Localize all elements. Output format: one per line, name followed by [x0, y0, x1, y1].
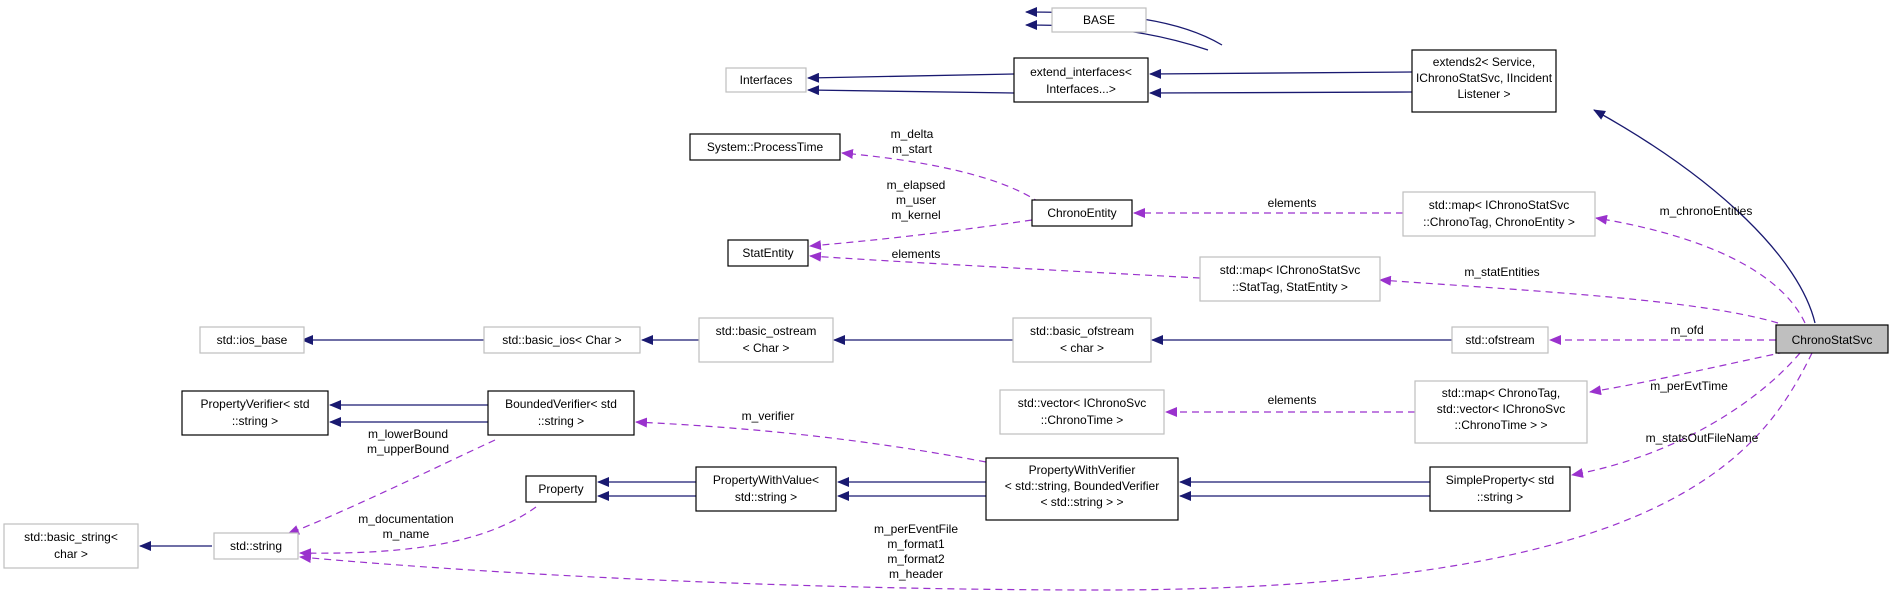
- node-interfaces[interactable]: Interfaces: [725, 67, 807, 93]
- svg-text:PropertyWithValue<: PropertyWithValue<: [713, 473, 819, 487]
- node-basic-ofstream[interactable]: std::basic_ofstream < char >: [1012, 317, 1152, 363]
- node-map-chrono-tag[interactable]: std::map< ChronoTag, std::vector< IChron…: [1414, 380, 1588, 444]
- svg-text:< std::string, BoundedVerifier: < std::string, BoundedVerifier: [1005, 479, 1159, 493]
- node-ios-base[interactable]: std::ios_base: [199, 326, 305, 354]
- edge-label-ofd: m_ofd: [1670, 323, 1703, 337]
- inheritance-edges: [139, 7, 1816, 551]
- svg-text:PropertyVerifier< std: PropertyVerifier< std: [200, 397, 309, 411]
- svg-text:std::ios_base: std::ios_base: [217, 333, 288, 347]
- svg-text:::StatTag, StatEntity >: ::StatTag, StatEntity >: [1232, 280, 1348, 294]
- svg-text:::string >: ::string >: [538, 414, 584, 428]
- svg-text:std::map< IChronoStatSvc: std::map< IChronoStatSvc: [1220, 263, 1360, 277]
- svg-text:Listener >: Listener >: [1457, 87, 1510, 101]
- svg-text:std::basic_string<: std::basic_string<: [24, 530, 118, 544]
- edge-label-verifier: m_verifier: [742, 409, 795, 423]
- svg-text:std::ofstream: std::ofstream: [1465, 333, 1534, 347]
- node-process-time[interactable]: System::ProcessTime: [689, 133, 841, 161]
- edge-label-elapsed: m_elapsed: [887, 178, 946, 192]
- edge-labels: m_delta m_start m_elapsed m_user m_kerne…: [358, 127, 1758, 581]
- node-extend-interfaces[interactable]: extend_interfaces< Interfaces...>: [1013, 57, 1149, 103]
- edge-label-format1: m_format1: [887, 537, 945, 551]
- svg-text:Property: Property: [538, 482, 583, 496]
- node-basic-ostream[interactable]: std::basic_ostream < Char >: [698, 317, 834, 363]
- svg-text:char >: char >: [54, 547, 88, 561]
- svg-text:std::string >: std::string >: [735, 490, 797, 504]
- node-map-chrono[interactable]: std::map< IChronoStatSvc ::ChronoTag, Ch…: [1402, 191, 1596, 237]
- node-ofstream[interactable]: std::ofstream: [1451, 326, 1549, 354]
- node-property-verifier[interactable]: PropertyVerifier< std ::string >: [181, 390, 329, 436]
- edge-label-format2: m_format2: [887, 552, 945, 566]
- node-bounded-verifier[interactable]: BoundedVerifier< std ::string >: [487, 390, 635, 436]
- svg-text:System::ProcessTime: System::ProcessTime: [707, 140, 824, 154]
- edge-label-chrono-entities: m_chronoEntities: [1660, 204, 1753, 218]
- edge-label-chrono-elements: elements: [1268, 196, 1317, 210]
- node-vector-chrono[interactable]: std::vector< IChronoSvc ::ChronoTime >: [999, 389, 1165, 435]
- node-basic-ios[interactable]: std::basic_ios< Char >: [483, 326, 641, 354]
- svg-text:std::map< ChronoTag,: std::map< ChronoTag,: [1442, 386, 1560, 400]
- edge-label-per-event-file: m_perEventFile: [874, 522, 958, 536]
- edge-label-kernel: m_kernel: [891, 208, 940, 222]
- svg-text:::ChronoTag, ChronoEntity >: ::ChronoTag, ChronoEntity >: [1423, 215, 1575, 229]
- node-chrono-stat-svc[interactable]: ChronoStatSvc: [1775, 324, 1889, 354]
- svg-text:::ChronoTime >: ::ChronoTime >: [1041, 413, 1124, 427]
- edge-label-upper-bound: m_upperBound: [367, 442, 449, 456]
- node-property-with-verifier[interactable]: PropertyWithVerifier < std::string, Boun…: [985, 457, 1179, 521]
- svg-text:std::string: std::string: [230, 539, 282, 553]
- node-property-with-value[interactable]: PropertyWithValue< std::string >: [695, 466, 837, 512]
- node-extends2[interactable]: extends2< Service, IChronoStatSvc, IInci…: [1411, 49, 1557, 113]
- svg-text:Interfaces...>: Interfaces...>: [1046, 82, 1116, 96]
- svg-text:std::basic_ostream: std::basic_ostream: [716, 324, 817, 338]
- node-property[interactable]: Property: [525, 475, 597, 503]
- svg-text:PropertyWithVerifier: PropertyWithVerifier: [1029, 463, 1136, 477]
- node-std-string[interactable]: std::string: [213, 532, 299, 560]
- node-base[interactable]: BASE: [1051, 7, 1147, 33]
- node-basic-string[interactable]: std::basic_string< char >: [3, 523, 139, 569]
- edge-label-vector-elements: elements: [1268, 393, 1317, 407]
- node-chrono-entity[interactable]: ChronoEntity: [1031, 199, 1133, 227]
- edge-label-user: m_user: [896, 193, 936, 207]
- edge-label-start: m_start: [892, 142, 933, 156]
- svg-text:< Char >: < Char >: [743, 341, 790, 355]
- svg-text:Interfaces: Interfaces: [740, 73, 793, 87]
- svg-text:::ChronoTime > >: ::ChronoTime > >: [1455, 418, 1548, 432]
- svg-text:std::vector< IChronoSvc: std::vector< IChronoSvc: [1018, 396, 1146, 410]
- svg-text:< std::string > >: < std::string > >: [1040, 495, 1123, 509]
- svg-text:std::basic_ofstream: std::basic_ofstream: [1030, 324, 1134, 338]
- svg-text:ChronoStatSvc: ChronoStatSvc: [1792, 333, 1873, 347]
- edge-label-delta: m_delta: [891, 127, 934, 141]
- edge-label-lower-bound: m_lowerBound: [368, 427, 448, 441]
- svg-text:SimpleProperty< std: SimpleProperty< std: [1446, 473, 1554, 487]
- svg-text:std::vector< IChronoSvc: std::vector< IChronoSvc: [1437, 402, 1565, 416]
- node-map-stat[interactable]: std::map< IChronoStatSvc ::StatTag, Stat…: [1199, 256, 1381, 302]
- node-simple-property[interactable]: SimpleProperty< std ::string >: [1429, 466, 1571, 512]
- svg-text:BASE: BASE: [1083, 13, 1115, 27]
- svg-text:std::map< IChronoStatSvc: std::map< IChronoStatSvc: [1429, 198, 1569, 212]
- svg-text:IChronoStatSvc, IIncident: IChronoStatSvc, IIncident: [1416, 71, 1553, 85]
- edge-label-stats-out-file-name: m_statsOutFileName: [1646, 431, 1759, 445]
- svg-text:< char >: < char >: [1060, 341, 1104, 355]
- edge-label-stat-entities: m_statEntities: [1464, 265, 1539, 279]
- node-stat-entity[interactable]: StatEntity: [727, 239, 809, 267]
- svg-text:extend_interfaces<: extend_interfaces<: [1030, 65, 1132, 79]
- svg-text:ChronoEntity: ChronoEntity: [1047, 206, 1116, 220]
- svg-text:::string >: ::string >: [1477, 490, 1523, 504]
- edge-label-stat-elements: elements: [892, 247, 941, 261]
- edge-label-header: m_header: [889, 567, 943, 581]
- svg-text:std::basic_ios< Char >: std::basic_ios< Char >: [502, 333, 621, 347]
- svg-text:StatEntity: StatEntity: [742, 246, 793, 260]
- usage-edges: [287, 149, 1813, 591]
- svg-text:BoundedVerifier< std: BoundedVerifier< std: [505, 397, 617, 411]
- edge-label-name: m_name: [383, 527, 430, 541]
- edge-label-per-evt-time: m_perEvtTime: [1650, 379, 1728, 393]
- svg-text:extends2< Service,: extends2< Service,: [1433, 55, 1535, 69]
- edge-label-documentation: m_documentation: [358, 512, 453, 526]
- svg-text:::string >: ::string >: [232, 414, 278, 428]
